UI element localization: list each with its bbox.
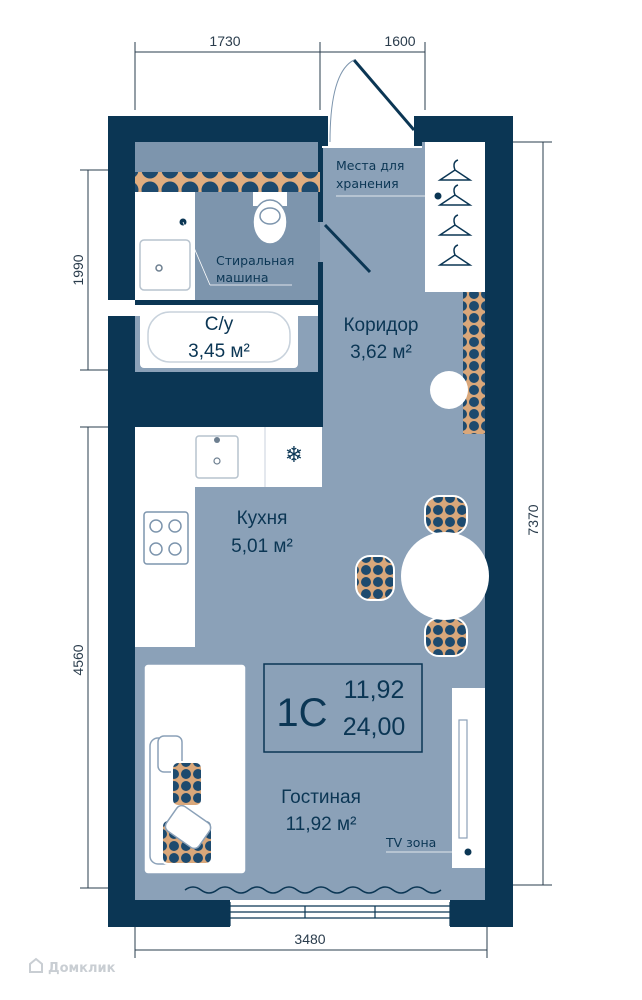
window	[229, 900, 451, 927]
tv-stand	[452, 688, 485, 868]
living-title: Гостиная	[281, 787, 361, 808]
living-furniture	[143, 663, 485, 894]
bathroom-fixtures	[135, 192, 298, 368]
corridor-lamp	[430, 371, 468, 409]
kitchen-area: 5,01 м²	[231, 536, 293, 557]
bathroom-title: С/у	[205, 314, 234, 335]
washing-machine-label-line1: Стиральная	[216, 253, 294, 268]
sink	[139, 239, 191, 291]
kitchen-sink	[195, 435, 239, 479]
dining-table	[401, 532, 489, 620]
dimension-top-left: 1730	[209, 33, 240, 49]
kitchen-title: Кухня	[237, 508, 288, 529]
corridor-tile-strip	[463, 292, 485, 434]
sink-drain	[155, 264, 163, 272]
bathtub-inner	[147, 311, 291, 363]
dining-set	[355, 495, 489, 657]
toilet-icon	[252, 192, 288, 245]
apartment-total-area: 24,00	[343, 713, 406, 741]
storage-label-line2: хранения	[336, 176, 399, 191]
dimension-lines	[80, 42, 552, 958]
bathroom-tile-strip	[135, 172, 320, 192]
tv-panel	[458, 719, 468, 839]
curtain	[184, 886, 442, 894]
bathroom-area: 3,45 м²	[188, 341, 250, 362]
bathroom-door	[323, 223, 372, 274]
dimension-left-upper: 1990	[70, 254, 86, 285]
corridor-title: Коридор	[343, 315, 418, 336]
apartment-type: 1С	[276, 691, 327, 735]
chair-bottom	[424, 617, 468, 657]
chair-left	[355, 555, 395, 601]
storage-label-line1: Места для	[336, 158, 404, 173]
tv-marker	[464, 848, 472, 856]
dimension-top-right: 1600	[384, 33, 415, 49]
snowflake-icon: ❄	[285, 443, 303, 468]
apartment-living-area: 11,92	[344, 676, 405, 704]
storage-marker	[434, 192, 442, 200]
stove-icon	[143, 511, 189, 565]
washing-machine-label-line2: машина	[216, 270, 268, 285]
cushion-1	[171, 761, 203, 807]
storage-wardrobe	[336, 142, 485, 292]
apartment-code-box: 1С 11,92 24,00	[263, 663, 423, 753]
watermark: Домклик	[29, 957, 116, 976]
corridor-area: 3,62 м²	[350, 342, 412, 363]
tv-zone-label: TV зона	[385, 835, 436, 850]
living-area: 11,92 м²	[286, 814, 357, 835]
dimension-right-total: 7370	[525, 504, 541, 535]
home-logo-icon	[29, 957, 43, 973]
watermark-text: Домклик	[48, 961, 116, 976]
dimension-bottom: 3480	[294, 931, 325, 947]
chair-top	[424, 495, 468, 535]
dimension-left-lower: 4560	[70, 644, 86, 675]
entrance-door	[322, 59, 422, 148]
kitchen-furniture: ❄	[135, 427, 322, 647]
